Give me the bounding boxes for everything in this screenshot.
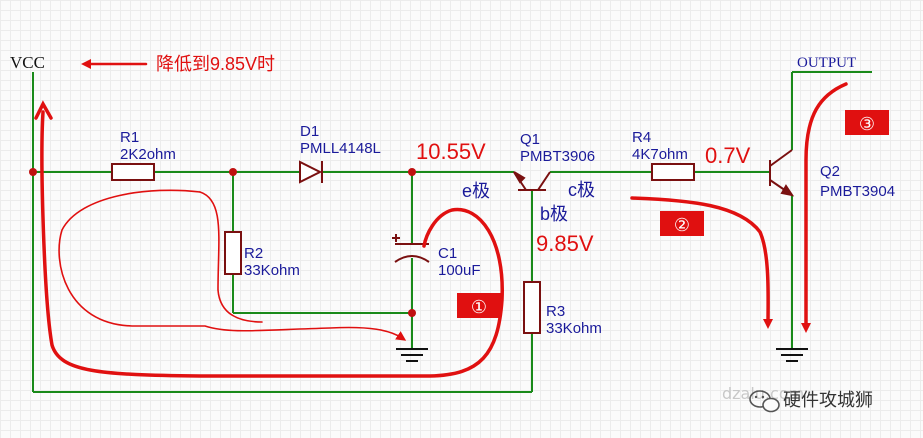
- r4-resistor-symbol: [651, 163, 695, 181]
- c1-value-label: 100uF: [438, 262, 481, 279]
- d1-diode-symbol: [299, 160, 323, 184]
- r2-value-label: 33Kohm: [244, 262, 300, 279]
- path-2-arrow: [630, 196, 774, 329]
- q1-value-label: PMBT3906: [520, 148, 595, 165]
- svg-text:③: ③: [859, 114, 875, 135]
- junction-dot: [229, 168, 237, 176]
- badge-1: ①: [457, 293, 501, 318]
- c1-ref-label: C1: [438, 245, 457, 262]
- svg-text:①: ①: [471, 297, 487, 318]
- q2-value-label: PMBT3904: [820, 183, 895, 200]
- q2-ref-label: Q2: [820, 163, 840, 180]
- junction-dot: [408, 309, 416, 317]
- base-voltage-annotation: 9.85V: [536, 231, 594, 256]
- path-3-arrow: [801, 82, 848, 333]
- q1-transistor-symbol: [513, 171, 551, 191]
- badge-3: ③: [845, 110, 889, 135]
- base-pin-label: b极: [540, 204, 568, 224]
- r3-resistor-symbol: [523, 281, 541, 334]
- watermark-faint-text: dzalu.com: [722, 384, 804, 403]
- r3-value-label: 33Kohm: [546, 320, 602, 337]
- watermark-text: 硬件攻城狮: [783, 390, 873, 411]
- wechat-icon: [749, 390, 780, 413]
- q2-base-voltage-annotation: 0.7V: [705, 143, 751, 168]
- collector-pin-label: c极: [568, 180, 595, 200]
- junction-dots: [29, 168, 416, 317]
- cap-voltage-annotation: 10.55V: [416, 139, 486, 164]
- junction-dot: [29, 168, 37, 176]
- emitter-pin-label: e极: [462, 181, 490, 201]
- c1-capacitor-symbol: [392, 234, 430, 263]
- r1-ref-label: R1: [120, 129, 139, 146]
- q1-ref-label: Q1: [520, 131, 540, 148]
- r2-resistor-symbol: [224, 231, 242, 275]
- r2-current-path-inner: [199, 191, 263, 323]
- r4-ref-label: R4: [632, 129, 651, 146]
- loop-1-arrowhead: [34, 100, 53, 120]
- vcc-label: VCC: [10, 53, 45, 72]
- badge-2: ②: [660, 211, 704, 236]
- svg-text:②: ②: [674, 215, 690, 236]
- output-label: OUTPUT: [797, 55, 856, 71]
- d1-value-label: PMLL4148L: [300, 140, 381, 157]
- ground-symbol-q2: [776, 348, 808, 362]
- r2-current-path: [58, 189, 407, 341]
- r1-resistor-symbol: [111, 163, 155, 181]
- d1-ref-label: D1: [300, 123, 319, 140]
- r1-value-label: 2K2ohm: [120, 146, 176, 163]
- junction-dot: [408, 168, 416, 176]
- r3-ref-label: R3: [546, 303, 565, 320]
- wires: [32, 71, 872, 393]
- annotation-paths: [34, 59, 848, 378]
- discharge-loop-1-path: [40, 110, 504, 378]
- vcc-note: 降低到9.85V时: [156, 54, 275, 74]
- r4-value-label: 4K7ohm: [632, 146, 688, 163]
- ground-symbol-c1: [396, 348, 428, 362]
- q2-transistor-symbol: [769, 149, 795, 197]
- r2-ref-label: R2: [244, 245, 263, 262]
